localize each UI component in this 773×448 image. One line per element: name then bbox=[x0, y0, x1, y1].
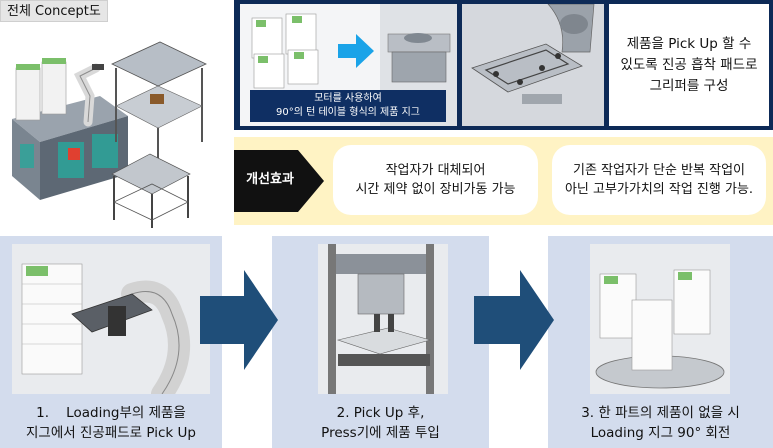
effect-item-2: 기존 작업자가 단순 반복 작업이 아닌 고부가가치의 작업 진행 가능. bbox=[552, 145, 766, 215]
flow-arrow-icon-1 bbox=[200, 270, 278, 370]
jig-caption-line1: 모터를 사용하여 bbox=[314, 93, 382, 104]
gripper-note-line2: 있도록 진공 흡착 패드로 bbox=[620, 56, 758, 73]
step-1-caption: 1. Loading부의 제품을 지그에서 진공패드로 Pick Up bbox=[0, 398, 222, 448]
flow-arrow-icon-2 bbox=[474, 270, 554, 370]
effect-label-arrow bbox=[234, 150, 324, 212]
concept-title: 전체 Concept도 bbox=[0, 0, 108, 22]
gripper-note: 제품을 Pick Up 할 수 있도록 진공 흡착 패드로 그리퍼를 구성 bbox=[609, 4, 769, 126]
step-3-caption-line2: Loading 지그 90° 회전 bbox=[590, 425, 731, 441]
step-3-caption-line1: 3. 한 파트의 제품이 없을 시 bbox=[581, 405, 740, 421]
step-1-image bbox=[12, 244, 210, 394]
overall-concept-image bbox=[0, 24, 232, 229]
effect-item-2-line1: 기존 작업자가 단순 반복 작업이 bbox=[572, 163, 745, 178]
step-1-caption-line2: 지그에서 진공패드로 Pick Up bbox=[26, 425, 196, 441]
vacuum-gripper-image bbox=[462, 4, 604, 126]
step-2-caption-line2: Press기에 제품 투입 bbox=[321, 425, 440, 441]
effect-item-2-line2: 아닌 고부가가치의 작업 진행 가능. bbox=[564, 182, 754, 197]
right-arrow-icon bbox=[338, 34, 374, 68]
step-3-image bbox=[590, 244, 730, 394]
step-3-caption: 3. 한 파트의 제품이 없을 시 Loading 지그 90° 회전 bbox=[548, 398, 773, 448]
step-2-caption-line1: 2. Pick Up 후, bbox=[336, 405, 425, 421]
step-2-image bbox=[318, 244, 448, 394]
jig-caption: 모터를 사용하여 90°의 턴 테이블 형식의 제품 지그 bbox=[250, 90, 446, 122]
gripper-note-line1: 제품을 Pick Up 할 수 bbox=[626, 35, 752, 52]
effect-item-1-line2: 시간 제약 없이 장비가동 가능 bbox=[355, 182, 516, 197]
step-2-caption: 2. Pick Up 후, Press기에 제품 투입 bbox=[272, 398, 489, 448]
gripper-note-line3: 그리퍼를 구성 bbox=[649, 77, 729, 94]
jig-caption-line2: 90°의 턴 테이블 형식의 제품 지그 bbox=[275, 107, 421, 118]
effect-item-1: 작업자가 대체되어 시간 제약 없이 장비가동 가능 bbox=[333, 145, 538, 215]
step-1-caption-line1: 1. Loading부의 제품을 bbox=[36, 405, 186, 421]
effect-label: 개선효과 bbox=[246, 172, 294, 187]
effect-item-1-line1: 작업자가 대체되어 bbox=[385, 163, 486, 178]
